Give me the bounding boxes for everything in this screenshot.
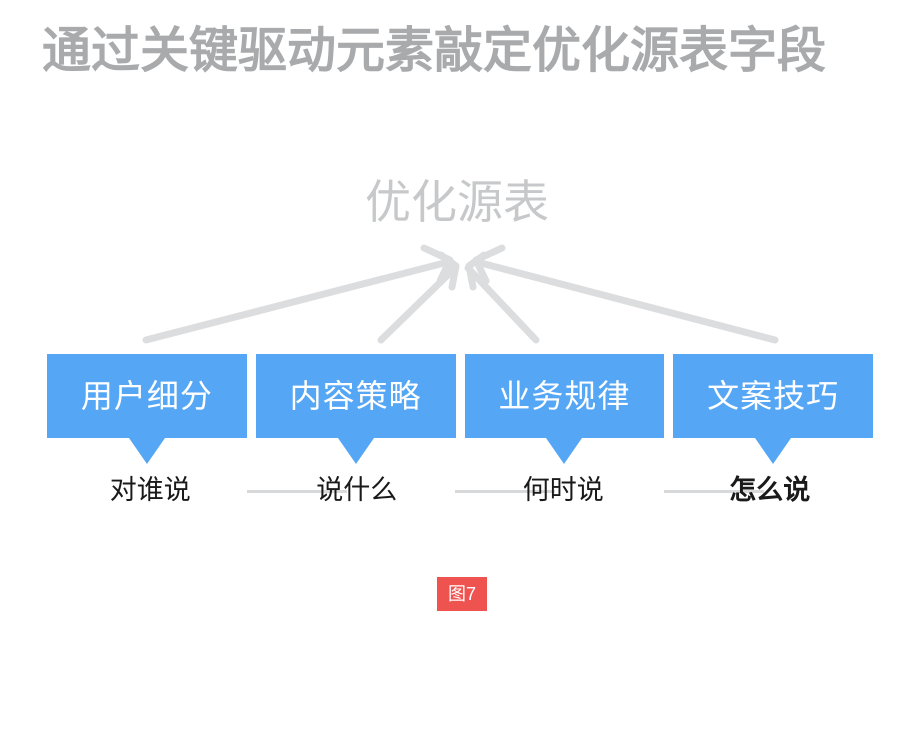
caption-label: 对谁说 — [109, 475, 191, 505]
page-title: 通过关键驱动元素敲定优化源表字段 — [42, 24, 827, 78]
driver-boxes-row: 用户细分 内容策略 业务规律 文案技巧 — [47, 354, 873, 464]
driver-box-copywriting-skills[interactable]: 文案技巧 — [673, 354, 873, 464]
caption-label: 说什么 — [316, 475, 398, 505]
caption-cell-to-whom: 对谁说 — [47, 470, 254, 510]
arrowhead-2 — [437, 251, 460, 291]
driver-box-user-segmentation[interactable]: 用户细分 — [47, 354, 247, 464]
arrow-line-3 — [464, 264, 540, 344]
caption-connector-line — [455, 490, 555, 493]
arrow-line-4 — [473, 258, 779, 344]
center-heading: 优化源表 — [365, 176, 549, 228]
driver-box-label: 业务规律 — [498, 378, 631, 414]
figure-badge-label: 图7 — [447, 584, 476, 604]
caption-cell-when-to-say: 何时说 — [460, 470, 667, 510]
arrowhead-3 — [465, 251, 488, 291]
driver-box-label: 用户细分 — [80, 378, 213, 414]
driver-box-label: 文案技巧 — [707, 378, 840, 414]
figure-badge: 图7 — [437, 577, 487, 611]
caption-label: 何时说 — [522, 475, 604, 505]
caption-label: 怎么说 — [729, 475, 811, 505]
arrow-line-2 — [377, 264, 459, 344]
arrowhead-1 — [420, 244, 454, 285]
caption-connector-line — [247, 490, 347, 493]
arrowhead-4 — [472, 244, 506, 285]
box-pointer-triangle-icon — [337, 438, 374, 464]
driver-box-business-rules[interactable]: 业务规律 — [464, 354, 665, 464]
box-pointer-triangle-icon — [755, 438, 792, 464]
driver-box-label: 内容策略 — [289, 378, 422, 414]
caption-cell-say-what: 说什么 — [254, 470, 461, 510]
box-pointer-triangle-icon — [128, 438, 165, 464]
captions-row: 对谁说 说什么 何时说 怎么说 — [47, 470, 873, 510]
caption-connector-line — [664, 490, 764, 493]
driver-box-content-strategy[interactable]: 内容策略 — [255, 354, 456, 464]
caption-cell-how-to-say: 怎么说 — [667, 470, 874, 510]
box-pointer-triangle-icon — [546, 438, 583, 464]
arrow-line-1 — [142, 258, 452, 344]
